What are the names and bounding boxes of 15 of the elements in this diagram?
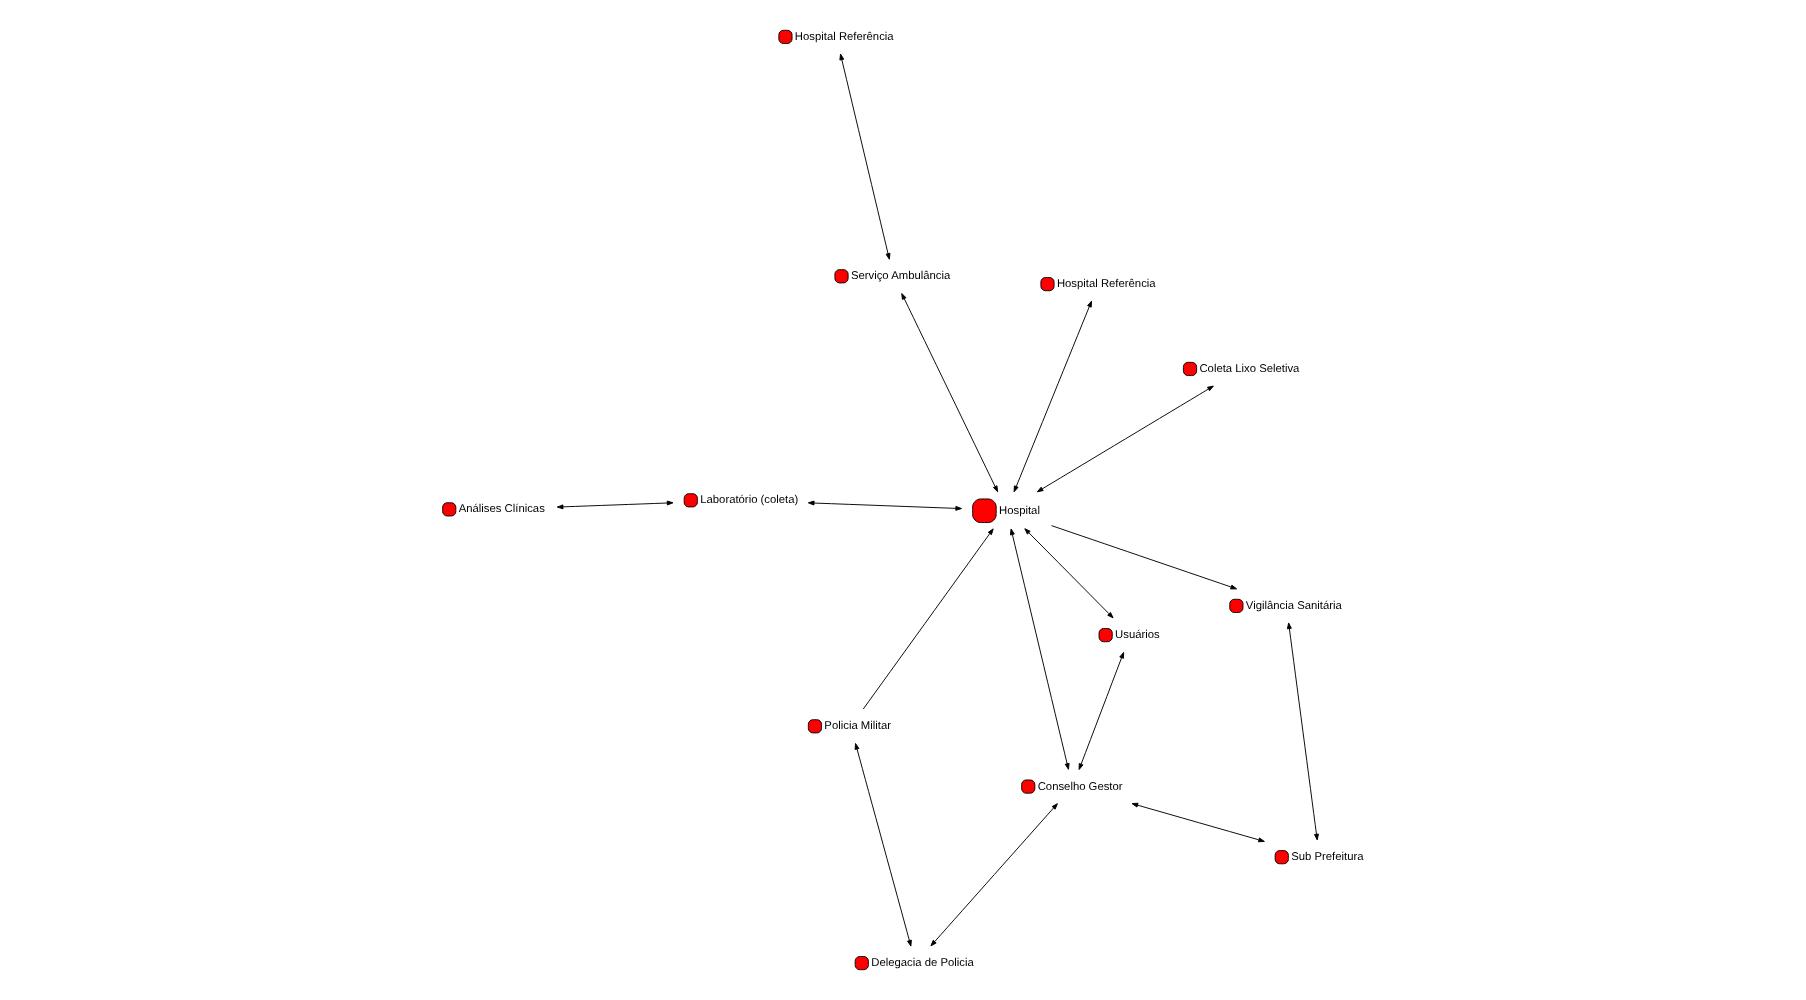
arrow — [1131, 802, 1265, 843]
arrow — [1051, 525, 1238, 590]
arrow — [1036, 385, 1214, 493]
arrow — [862, 528, 994, 710]
arrow — [807, 500, 962, 511]
arrow — [854, 743, 912, 947]
arrow — [556, 500, 674, 510]
arrow — [930, 803, 1058, 947]
arrow — [1078, 651, 1125, 770]
arrow — [1286, 622, 1319, 841]
arrow — [1024, 528, 1114, 619]
arrow — [839, 53, 891, 260]
arrow — [1013, 300, 1092, 493]
arrow — [901, 293, 999, 493]
arrow — [1010, 528, 1070, 770]
